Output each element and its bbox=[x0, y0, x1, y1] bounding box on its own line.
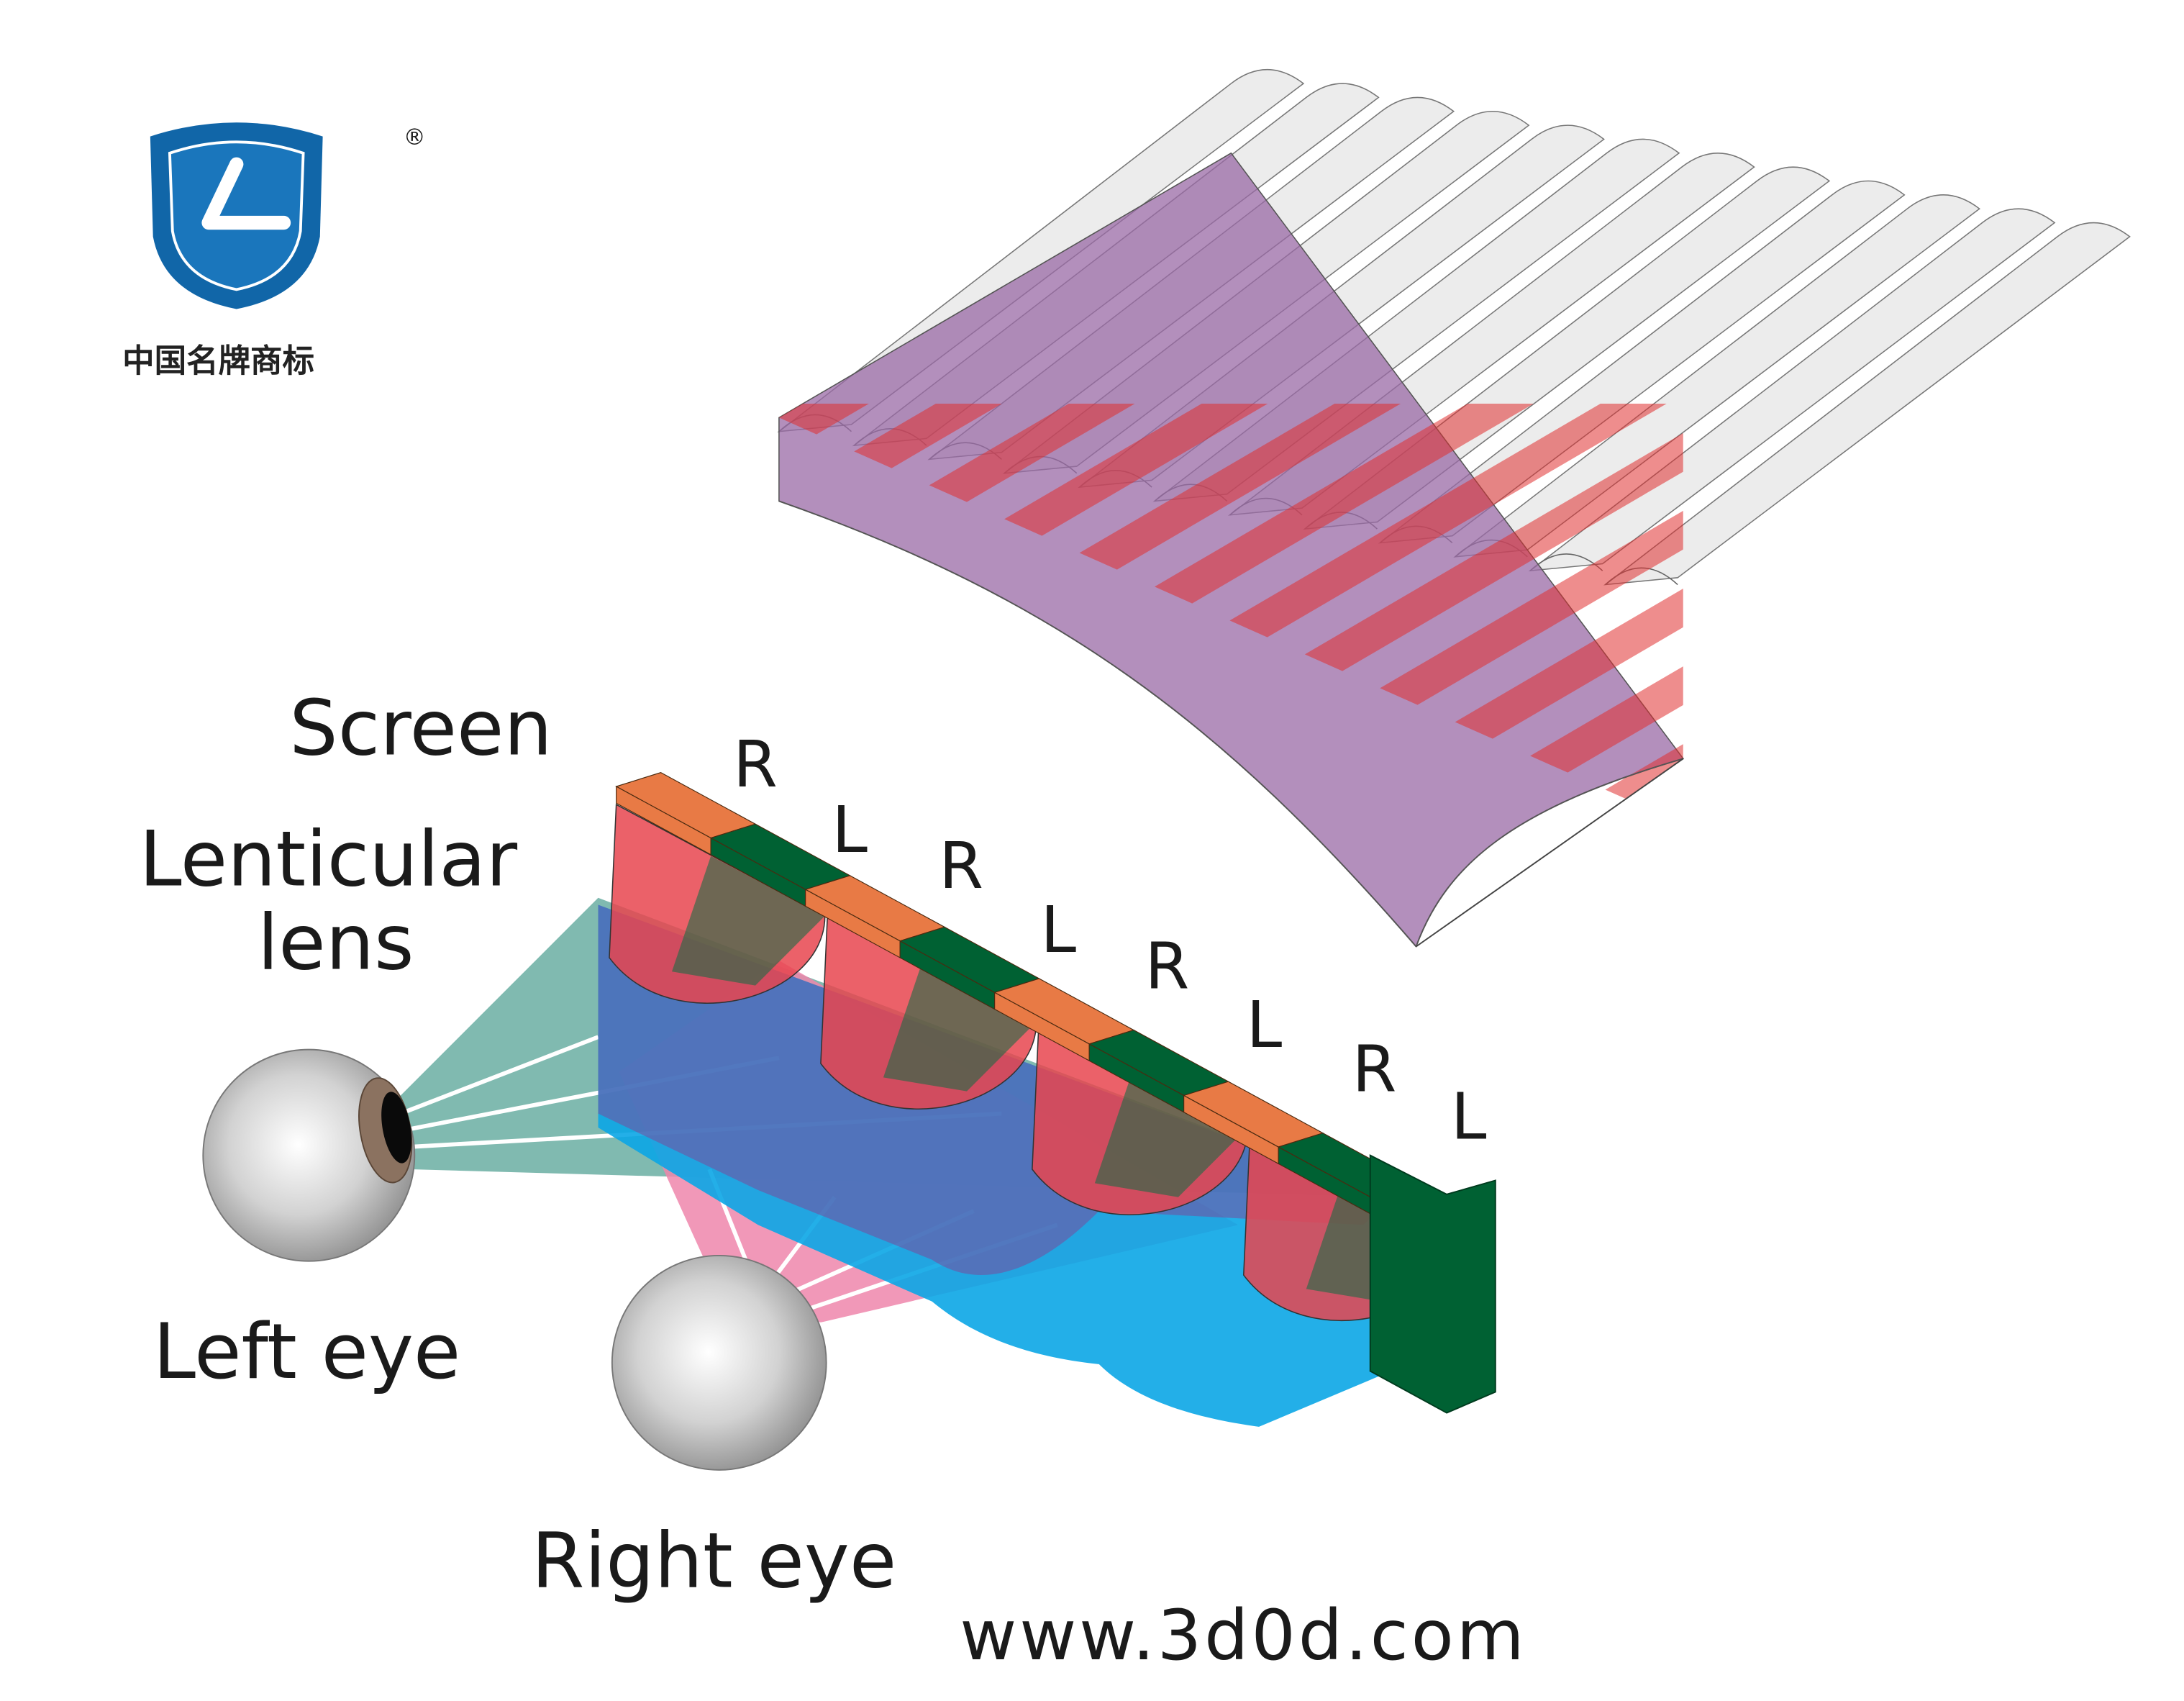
pixel-end-cap bbox=[1370, 1156, 1496, 1413]
column-label: L bbox=[1247, 987, 1283, 1062]
column-label: R bbox=[733, 727, 778, 802]
column-label: R bbox=[1145, 929, 1189, 1004]
column-label: L bbox=[1451, 1079, 1487, 1153]
column-label: R bbox=[939, 828, 983, 903]
label-left-eye: Left eye bbox=[153, 1307, 461, 1397]
right-eye bbox=[612, 1256, 827, 1470]
curved-lenticular-screen bbox=[779, 70, 2130, 947]
label-screen: Screen bbox=[289, 684, 552, 773]
brand-logo: ® 中国名牌商标 bbox=[122, 122, 426, 379]
column-label: L bbox=[832, 792, 868, 867]
column-label: L bbox=[1040, 892, 1076, 967]
label-lenticular: Lenticular bbox=[139, 815, 517, 904]
logo-caption: 中国名牌商标 bbox=[122, 343, 314, 380]
footer-url: www.3d0d.com bbox=[960, 1595, 1526, 1676]
column-label: R bbox=[1352, 1032, 1397, 1107]
left-eye bbox=[203, 1050, 419, 1261]
registered-mark: ® bbox=[404, 124, 426, 150]
label-right-eye: Right eye bbox=[532, 1516, 897, 1605]
label-lens: lens bbox=[258, 898, 414, 987]
